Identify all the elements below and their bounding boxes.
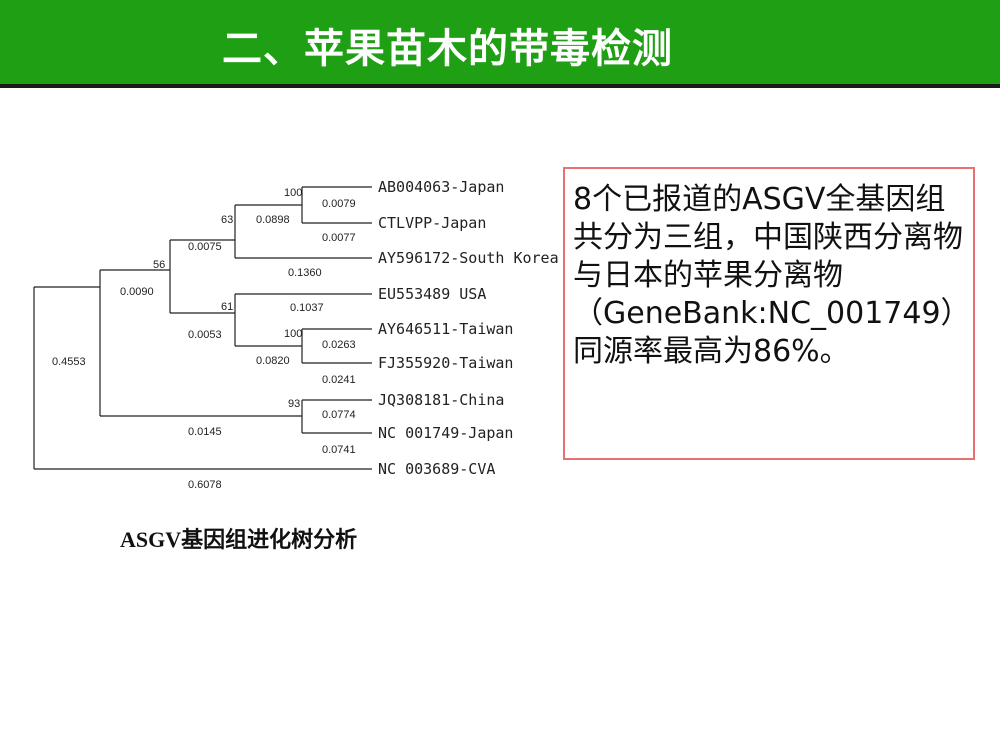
slide-title: 二、苹果苗木的带毒检测 [222, 26, 673, 72]
tree-caption: ASGV基因组进化树分析 [120, 527, 358, 552]
header-divider [0, 84, 1000, 88]
leaf-label: AY646511-Taiwan [378, 320, 513, 338]
bootstrap-value: 56 [153, 259, 165, 271]
leaf-label: NC 001749-Japan [378, 424, 513, 442]
branch-length: 0.0090 [120, 286, 154, 298]
branch-length: 0.1360 [288, 267, 322, 279]
branch-length: 0.0075 [188, 241, 222, 253]
header-bar: 二、苹果苗木的带毒检测 [0, 0, 1000, 84]
bootstrap-value: 100 [284, 187, 302, 199]
leaf-label: NC 003689-CVA [378, 460, 495, 478]
leaf-label: EU553489 USA [378, 285, 486, 303]
bootstrap-value: 100 [284, 328, 302, 340]
branch-length: 0.0079 [322, 198, 356, 210]
branch-length: 0.0241 [322, 374, 356, 386]
branch-length-values: 0.0079 0.0077 0.0898 0.0075 0.1360 0.009… [52, 198, 356, 491]
branch-length: 0.0898 [256, 214, 290, 226]
tree-leaf-labels: AB004063-Japan CTLVPP-Japan AY596172-Sou… [378, 178, 559, 478]
leaf-label: FJ355920-Taiwan [378, 354, 513, 372]
bootstrap-value: 61 [221, 301, 233, 313]
tree-branches [33, 186, 372, 470]
leaf-label: CTLVPP-Japan [378, 214, 486, 232]
branch-length: 0.6078 [188, 479, 222, 491]
bootstrap-values: 100 63 56 61 100 93 [153, 187, 302, 410]
note-box: 8个已报道的ASGV全基因组共分为三组，中国陕西分离物与日本的苹果分离物（Gen… [563, 167, 975, 460]
leaf-label: AY596172-South Korea [378, 249, 559, 267]
branch-length: 0.0820 [256, 355, 290, 367]
bootstrap-value: 93 [288, 398, 300, 410]
branch-length: 0.0145 [188, 426, 222, 438]
branch-length: 0.0053 [188, 329, 222, 341]
branch-length: 0.0741 [322, 444, 356, 456]
bootstrap-value: 63 [221, 214, 233, 226]
leaf-label: AB004063-Japan [378, 178, 504, 196]
branch-length: 0.4553 [52, 356, 86, 368]
phylogenetic-tree: AB004063-Japan CTLVPP-Japan AY596172-Sou… [33, 178, 559, 491]
branch-length: 0.0263 [322, 339, 356, 351]
leaf-label: JQ308181-China [378, 391, 504, 409]
branch-length: 0.0077 [322, 232, 356, 244]
branch-length: 0.1037 [290, 302, 324, 314]
branch-length: 0.0774 [322, 409, 356, 421]
note-text: 8个已报道的ASGV全基因组共分为三组，中国陕西分离物与日本的苹果分离物（Gen… [573, 182, 963, 369]
